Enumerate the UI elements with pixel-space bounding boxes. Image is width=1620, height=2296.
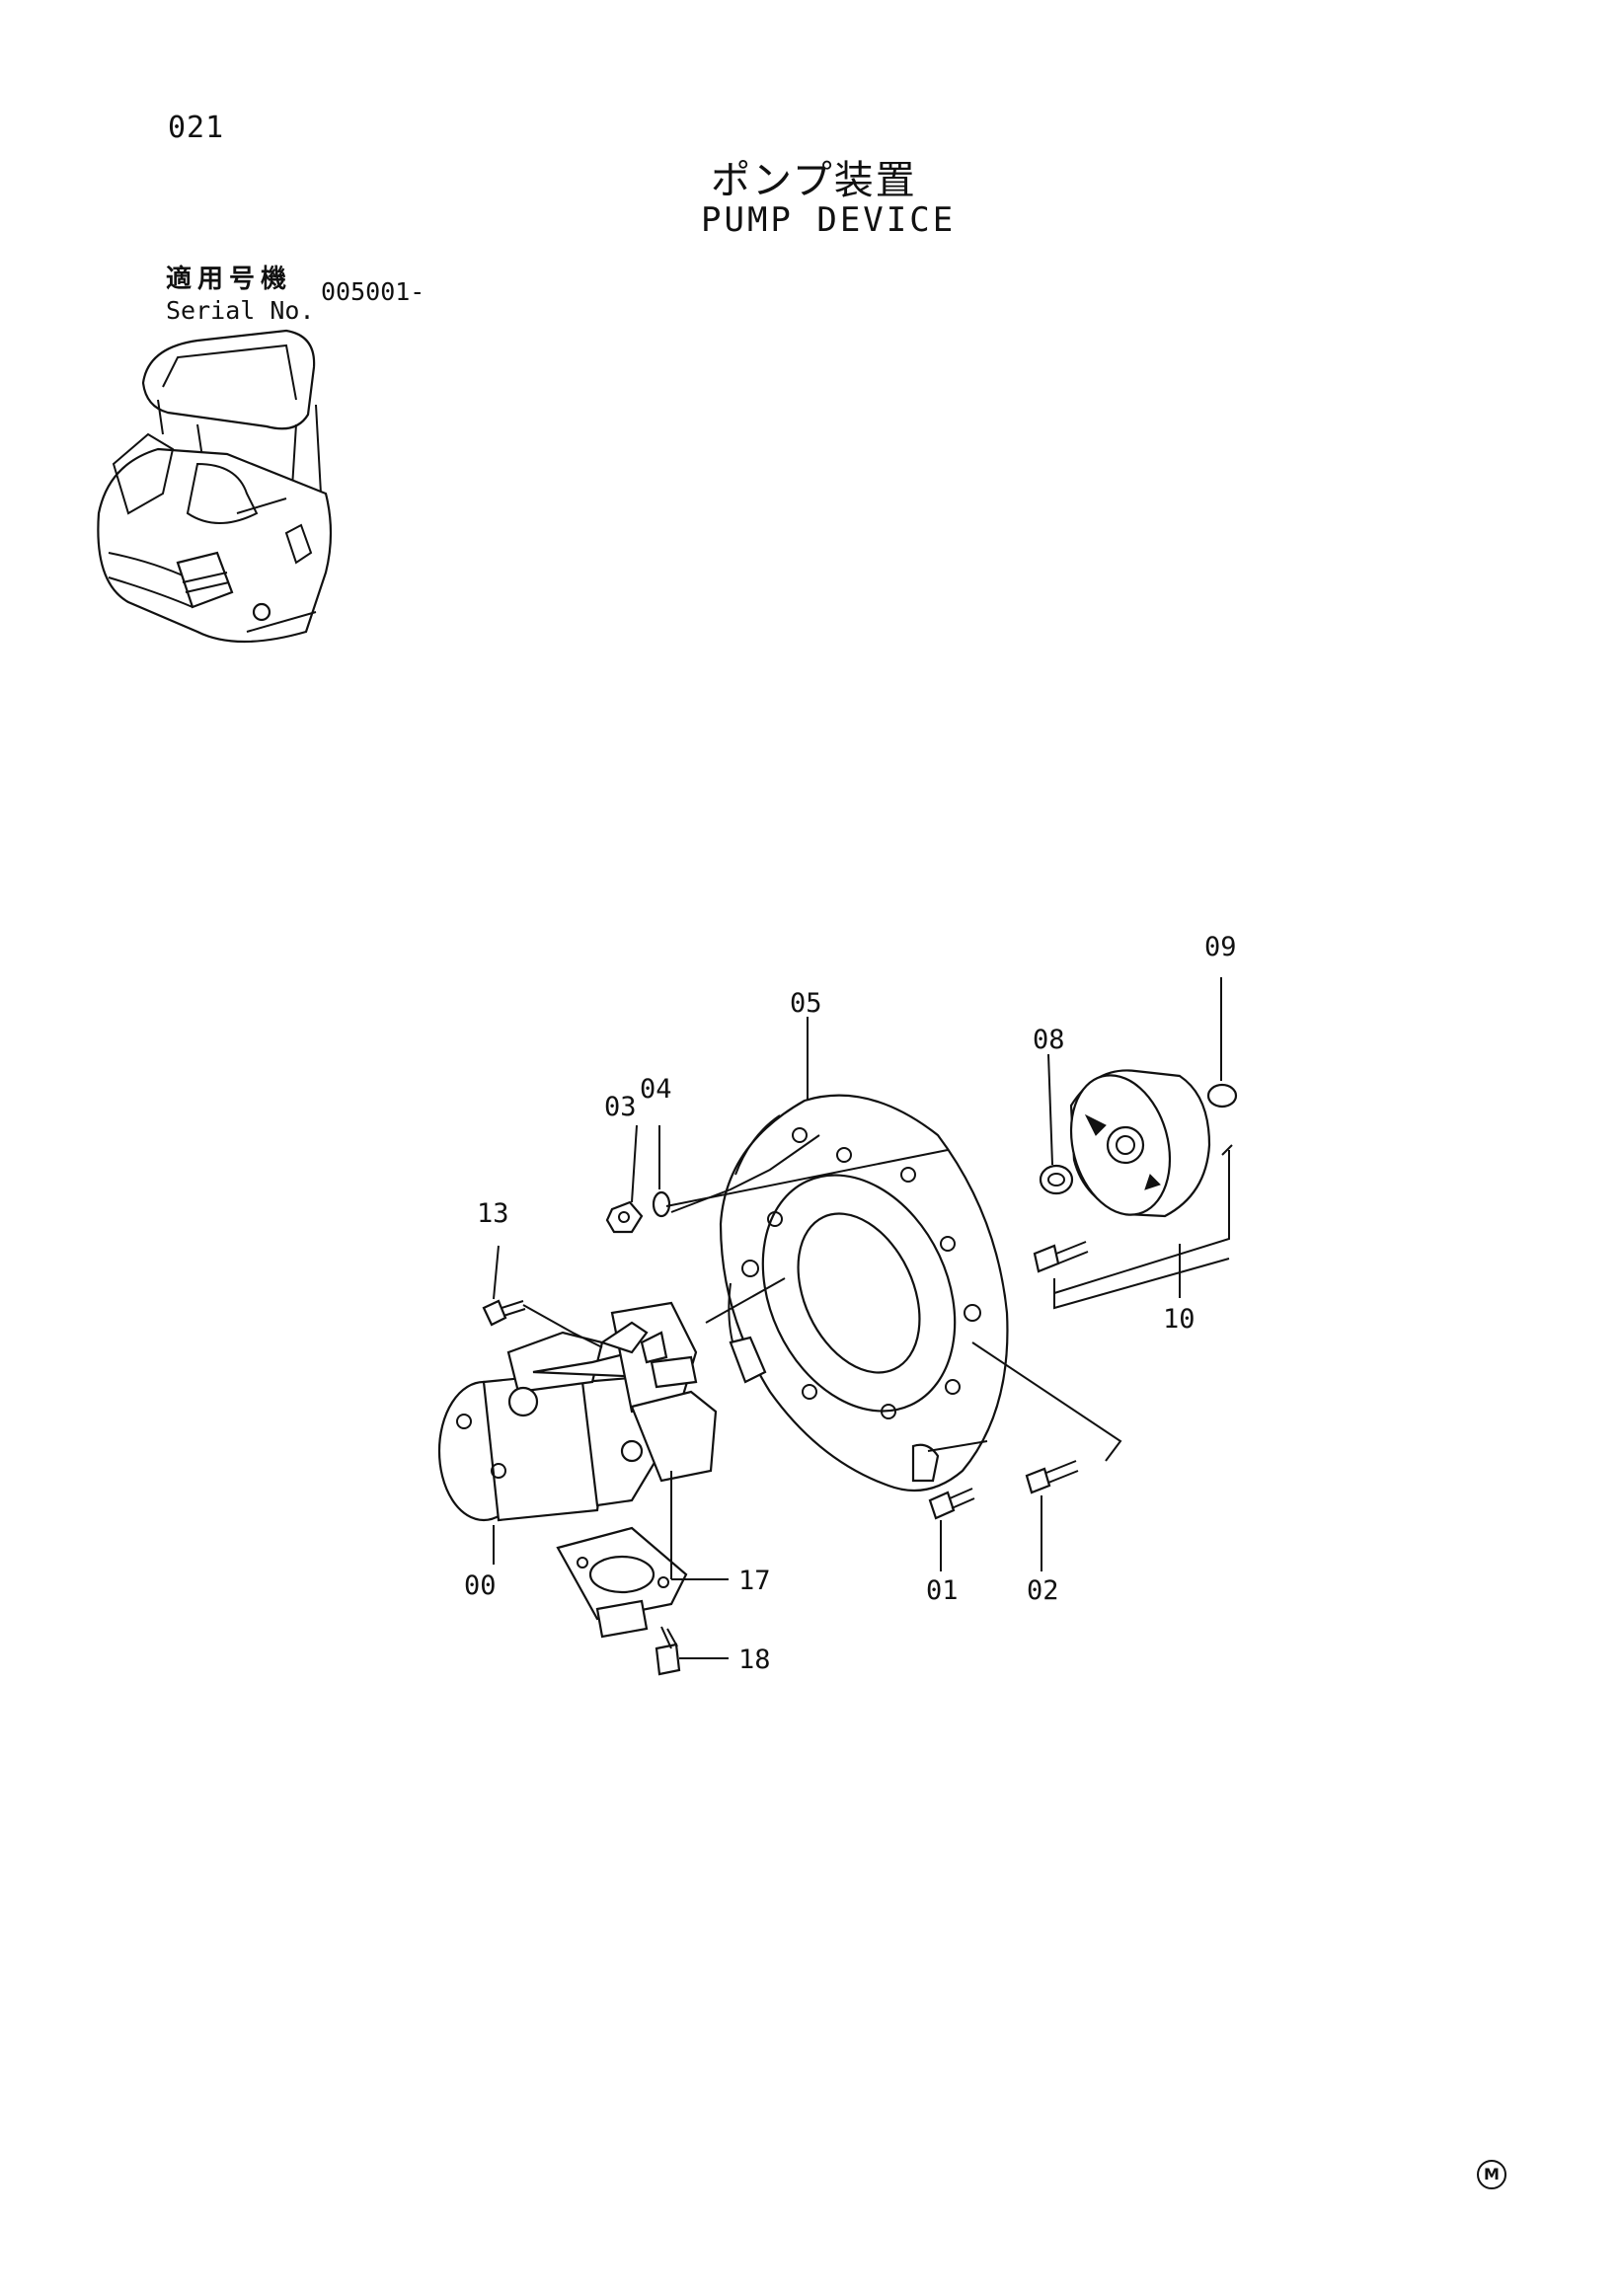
coupling-assembly bbox=[1033, 1069, 1238, 1273]
callout-02: 02 bbox=[1027, 1575, 1059, 1606]
serial-number-range: 005001- bbox=[321, 277, 425, 306]
callout-09: 09 bbox=[1204, 932, 1237, 962]
callout-17: 17 bbox=[738, 1566, 771, 1596]
flange-bolt bbox=[655, 1626, 681, 1676]
bolt-13 bbox=[482, 1299, 526, 1327]
circled-m-mark: M bbox=[1477, 2160, 1506, 2189]
callout-13: 13 bbox=[477, 1198, 509, 1229]
callout-01: 01 bbox=[926, 1575, 959, 1606]
callout-05: 05 bbox=[790, 988, 822, 1019]
bolts-01-02 bbox=[928, 1460, 1079, 1520]
serial-label-english: Serial No. bbox=[166, 296, 315, 325]
serial-label-japanese: 適用号機 bbox=[166, 265, 293, 294]
callout-10: 10 bbox=[1163, 1304, 1196, 1335]
nut-and-washer bbox=[605, 1190, 671, 1234]
callout-03: 03 bbox=[604, 1092, 637, 1122]
title-english: PUMP DEVICE bbox=[701, 200, 957, 240]
page-number: 021 bbox=[168, 111, 225, 145]
title-japanese: ポンプ装置 bbox=[711, 158, 917, 203]
leader-lines bbox=[493, 977, 1230, 1659]
pump-flange bbox=[556, 1526, 688, 1639]
hydraulic-pump bbox=[437, 1301, 718, 1522]
machine-thumbnail-icon bbox=[97, 329, 333, 644]
flywheel-housing bbox=[719, 1094, 1009, 1492]
callout-04: 04 bbox=[640, 1074, 672, 1105]
callout-18: 18 bbox=[738, 1645, 771, 1675]
callout-08: 08 bbox=[1033, 1025, 1065, 1055]
callout-00: 00 bbox=[464, 1570, 497, 1601]
